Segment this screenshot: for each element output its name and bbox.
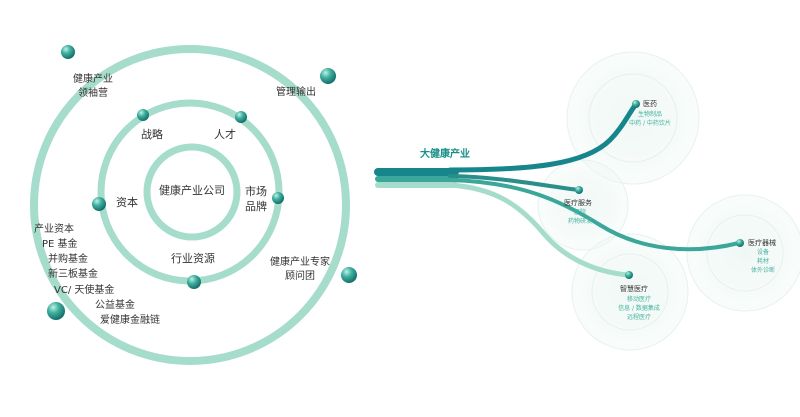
branch-item: 信息 / 数据集成 (618, 305, 660, 312)
flow-headline: 大健康产业 (420, 149, 470, 160)
halo-device-inner (706, 214, 784, 292)
branch-item: 中药 / 中药饮片 (629, 120, 671, 127)
market-label: 市场 (245, 185, 267, 198)
branch-item: 设备 (756, 249, 770, 256)
halo-pharma-inner (588, 73, 678, 163)
expert-team-label-2: 顾问团 (285, 271, 315, 282)
branch-item: 远程医疗 (626, 314, 652, 321)
stream-pharma (447, 101, 639, 173)
expert-team-label-1: 健康产业专家 (270, 257, 330, 268)
halo-pharma (566, 51, 700, 185)
halo-smart (571, 233, 689, 351)
halo-smart-inner (591, 253, 669, 331)
branch-item: 药物研发 (567, 218, 593, 225)
stream-device (448, 178, 741, 252)
branch-item: 体外诊断 (750, 267, 776, 274)
node-service (575, 186, 583, 194)
fund-item: 并购基金 (48, 254, 88, 265)
branch-title-pharma: 医药 (643, 100, 657, 108)
branch-item: 耗材 (756, 258, 770, 265)
talent-label: 人才 (214, 128, 236, 141)
halo-group (537, 51, 800, 351)
node-device (736, 239, 744, 247)
camp-label-1: 健康产业 (73, 74, 113, 85)
core-ring (143, 143, 241, 241)
flow-streams (374, 101, 741, 278)
node-pharma (632, 100, 640, 108)
branch-item: 医院 (573, 209, 587, 216)
brand-label: 品牌 (245, 200, 267, 213)
node-funds (47, 302, 65, 320)
branch-title-service: 医疗服务 (564, 199, 592, 207)
fund-item: 产业资本 (34, 224, 74, 235)
industry-resource-label: 行业资源 (171, 252, 215, 265)
camp-label-2: 领袖营 (78, 88, 108, 99)
fund-item: 新三板基金 (48, 269, 98, 280)
branch-item: 生物制品 (637, 111, 663, 118)
node-camp (61, 45, 75, 59)
capital-label: 资本 (116, 196, 138, 209)
branch-title-device: 医疗器械 (748, 239, 776, 247)
core-label: 健康产业公司 (159, 184, 225, 197)
fund-item: PE 基金 (42, 239, 78, 250)
node-smart (625, 271, 633, 279)
branch-item: 移动医疗 (626, 296, 652, 303)
branch-title-smart: 智慧医疗 (620, 285, 648, 293)
outer-ring (30, 45, 350, 365)
stream-smart (447, 182, 631, 278)
strategy-label: 战略 (141, 128, 163, 141)
fund-item: 爱健康金融链 (100, 315, 160, 326)
node-expert (341, 267, 357, 283)
node-market (272, 192, 284, 204)
ring-nodes (47, 45, 744, 320)
node-talent (235, 111, 247, 123)
node-capital (92, 197, 106, 211)
stream-service (448, 174, 580, 192)
halo-device (686, 194, 800, 312)
node-resource (187, 275, 201, 289)
fund-item: VC/ 天使基金 (54, 285, 115, 296)
fund-item: 公益基金 (95, 300, 135, 311)
node-management (320, 68, 336, 84)
node-strategy (137, 109, 149, 121)
management-output-label: 管理输出 (276, 87, 316, 98)
